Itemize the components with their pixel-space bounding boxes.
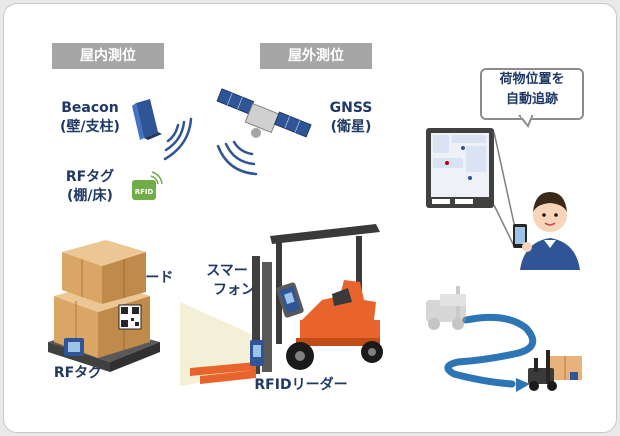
forklift-icon [190, 224, 383, 384]
tracking-bubble-line1: 荷物位置を [499, 72, 565, 87]
qr-code-icon [118, 304, 142, 330]
faded-forklift-icon [426, 286, 466, 330]
zoom-line-bottom [493, 204, 516, 249]
rfid-tag-icon: RFID [132, 171, 163, 200]
route-arrow-icon [444, 313, 537, 392]
gnss-label-name: GNSS [329, 100, 373, 116]
smartphone-icon [276, 282, 304, 318]
rf-tag-label-name: RFタグ [65, 169, 115, 185]
signal-waves-icon [163, 117, 193, 161]
tracking-speech-bubble: 荷物位置を 自動追跡 [480, 68, 584, 120]
gnss-label: GNSS (衛星) [306, 99, 396, 137]
beacon-icon [132, 99, 162, 140]
pallet-rf-tag-icon [64, 338, 84, 356]
outdoor-positioning-header: 屋外測位 [260, 43, 372, 69]
rf-tag-label: RFタグ (棚/床) [40, 168, 140, 206]
pallet-rf-tag-label: RFタグ [53, 365, 103, 381]
worker-icon [513, 192, 580, 270]
beacon-label-location: (壁/支柱) [60, 119, 120, 135]
zoom-line-top [493, 131, 516, 229]
rf-tag-label-location: (棚/床) [67, 188, 113, 204]
smartphone-label-line1: スマート [206, 263, 262, 279]
beacon-label: Beacon (壁/支柱) [40, 99, 140, 137]
rfid-reader-icon [250, 340, 264, 366]
smartphone-label: スマート フォン [192, 262, 276, 300]
rfid-reader-label: RFIDリーダー [254, 377, 348, 393]
indoor-positioning-header: 屋内測位 [52, 43, 164, 69]
tablet-map-icon [426, 128, 494, 208]
rfid-chip-text: RFID [135, 188, 154, 196]
satellite-signal-waves-icon [216, 140, 258, 176]
satellite-icon [216, 88, 312, 138]
smartphone-label-line2: フォン [213, 282, 255, 298]
tracking-bubble-line2: 自動追跡 [505, 92, 558, 107]
active-forklift-icon [528, 350, 582, 391]
gnss-label-source: (衛星) [330, 119, 372, 135]
beacon-label-name: Beacon [61, 100, 119, 116]
